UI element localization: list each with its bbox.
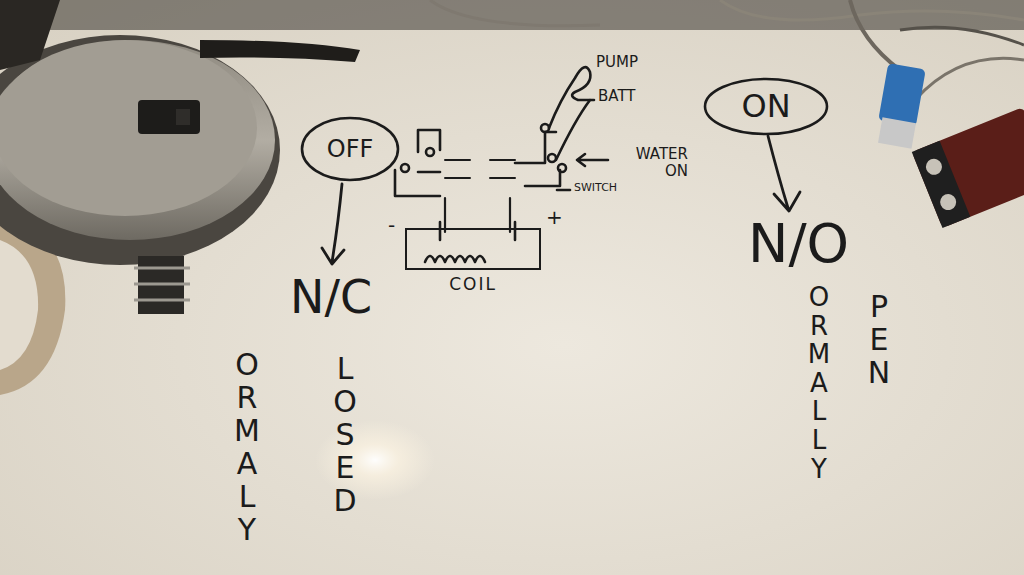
lamp-base bbox=[0, 40, 275, 240]
contact-type: N/C bbox=[290, 272, 372, 323]
battery-9v bbox=[912, 107, 1024, 228]
node-text: ON bbox=[741, 87, 790, 125]
usb-metal bbox=[878, 117, 916, 149]
rocker-key bbox=[176, 109, 190, 125]
tape-core bbox=[0, 240, 38, 370]
state-circle: OFF bbox=[300, 116, 400, 182]
polarity-mark: - bbox=[388, 214, 395, 236]
lamp-arm bbox=[0, 0, 60, 70]
node-text: COIL bbox=[407, 274, 539, 294]
terminal-label: BATT bbox=[598, 88, 635, 105]
vertical-word: ORMALY bbox=[232, 348, 262, 546]
cable bbox=[720, 0, 1024, 20]
light-glare bbox=[315, 420, 435, 500]
rocker-switch bbox=[138, 100, 200, 134]
node-text: OFF bbox=[327, 135, 374, 163]
coil-box: COIL bbox=[405, 228, 541, 270]
vertical-word: ORMALLY bbox=[806, 283, 832, 483]
lamp-shadow bbox=[0, 35, 280, 265]
terminal-label: PUMP bbox=[596, 54, 638, 71]
cable bbox=[850, 0, 900, 70]
marker bbox=[200, 40, 360, 62]
contact-type: N/O bbox=[748, 214, 849, 273]
terminal-label: SWITCH bbox=[574, 182, 617, 194]
top-shadow bbox=[0, 0, 1024, 30]
cable bbox=[915, 58, 1024, 100]
callout-note: WATER ON bbox=[612, 146, 688, 179]
vertical-word: PEN bbox=[864, 290, 894, 389]
state-circle: ON bbox=[703, 77, 829, 136]
lamp-top bbox=[0, 40, 257, 216]
relay-sketch bbox=[322, 67, 800, 264]
pins bbox=[134, 268, 190, 300]
cable bbox=[900, 27, 1024, 45]
cable bbox=[430, 0, 600, 26]
usb-plug bbox=[878, 63, 925, 127]
vertical-word: LOSED bbox=[330, 352, 360, 517]
polarity-mark: + bbox=[546, 206, 563, 228]
